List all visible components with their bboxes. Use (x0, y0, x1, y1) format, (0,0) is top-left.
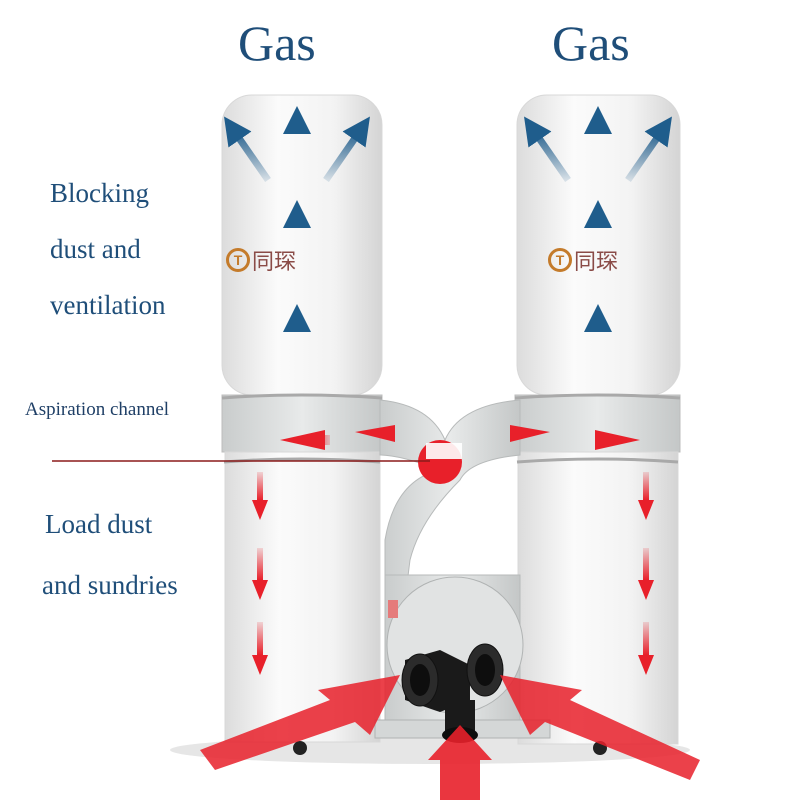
y-manifold (379, 399, 521, 601)
brand-logo-left: T 同琛 (226, 244, 296, 276)
brand-badge (418, 440, 462, 484)
left-filter-bag (221, 94, 383, 743)
load-label-line1: Load dust (45, 509, 153, 539)
gas-arrows-left (224, 106, 370, 370)
blocking-label-line3: ventilation (50, 290, 166, 320)
load-label-line2: and sundries (42, 570, 178, 600)
aspiration-label: Aspiration channel (25, 399, 170, 420)
gas-label-right: Gas (552, 15, 630, 71)
brand-name: 同琛 (574, 250, 619, 275)
gas-label-left: Gas (238, 15, 316, 71)
brand-logo-right: T 同琛 (548, 244, 618, 276)
brand-mark-icon: T (548, 248, 572, 272)
right-filter-bag (514, 94, 681, 745)
brand-name: 同琛 (252, 250, 297, 275)
inlet-ports (401, 643, 504, 743)
blocking-label-line1: Blocking (50, 178, 149, 208)
blocking-label-line2: dust and (50, 234, 141, 264)
gas-arrows-right (524, 106, 672, 370)
brand-mark-icon: T (226, 248, 250, 272)
dust-arrows (200, 425, 700, 800)
